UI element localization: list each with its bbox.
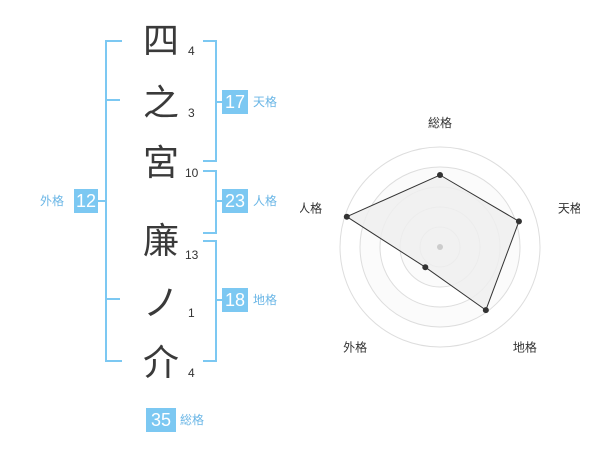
jinkaku-label: 人格 — [253, 194, 278, 208]
soukaku-label: 総格 — [180, 413, 205, 427]
name-char-2: 之 — [143, 83, 180, 124]
stroke-count-2: 3 — [188, 106, 195, 120]
name-char-3: 宮 — [143, 143, 180, 184]
radar-axis-label-1: 天格 — [558, 201, 580, 216]
radar-point-4 — [343, 213, 350, 220]
gaikaku-bracket-tick — [98, 200, 106, 202]
name-char-6: 介 — [143, 343, 180, 384]
radar-center-dot — [437, 244, 443, 250]
gaikaku-inner-tick-lower — [105, 298, 120, 300]
radar-point-0 — [437, 172, 443, 178]
stroke-count-5: 1 — [188, 306, 195, 320]
tenkaku-value: 17 — [222, 90, 248, 114]
radar-point-3 — [422, 264, 429, 271]
gaikaku-value: 12 — [74, 189, 98, 213]
jinkaku-bracket-tick — [215, 200, 222, 202]
stroke-count-3: 10 — [185, 166, 199, 180]
name-char-1: 四 — [143, 21, 180, 62]
jinkaku-value: 23 — [222, 189, 248, 213]
name-char-4: 廉 — [143, 221, 180, 262]
chikaku-bracket — [203, 240, 217, 362]
chikaku-value: 18 — [222, 288, 248, 312]
chikaku-bracket-tick — [215, 299, 222, 301]
stroke-count-4: 13 — [185, 248, 199, 262]
radar-axis-label-0: 総格 — [428, 115, 452, 130]
radar-series-polygon — [345, 174, 520, 311]
gaikaku-label: 外格 — [40, 194, 65, 208]
stroke-count-6: 4 — [188, 366, 195, 380]
tenkaku-bracket-tick — [215, 101, 222, 103]
name-char-5: ノ — [143, 283, 180, 324]
chikaku-label: 地格 — [253, 293, 278, 307]
radar-point-1 — [515, 218, 522, 225]
tenkaku-label: 天格 — [253, 95, 278, 109]
gaikaku-bracket — [105, 40, 122, 362]
radar-axis-label-4: 人格 — [300, 201, 322, 216]
soukaku-value: 35 — [146, 408, 176, 432]
jinkaku-bracket — [203, 170, 217, 234]
radar-point-2 — [482, 307, 489, 314]
gaikaku-inner-tick-upper — [105, 99, 120, 101]
radar-axis-label-2: 地格 — [513, 339, 537, 354]
stroke-count-1: 4 — [188, 44, 195, 58]
radar-axis-label-3: 外格 — [343, 339, 367, 354]
